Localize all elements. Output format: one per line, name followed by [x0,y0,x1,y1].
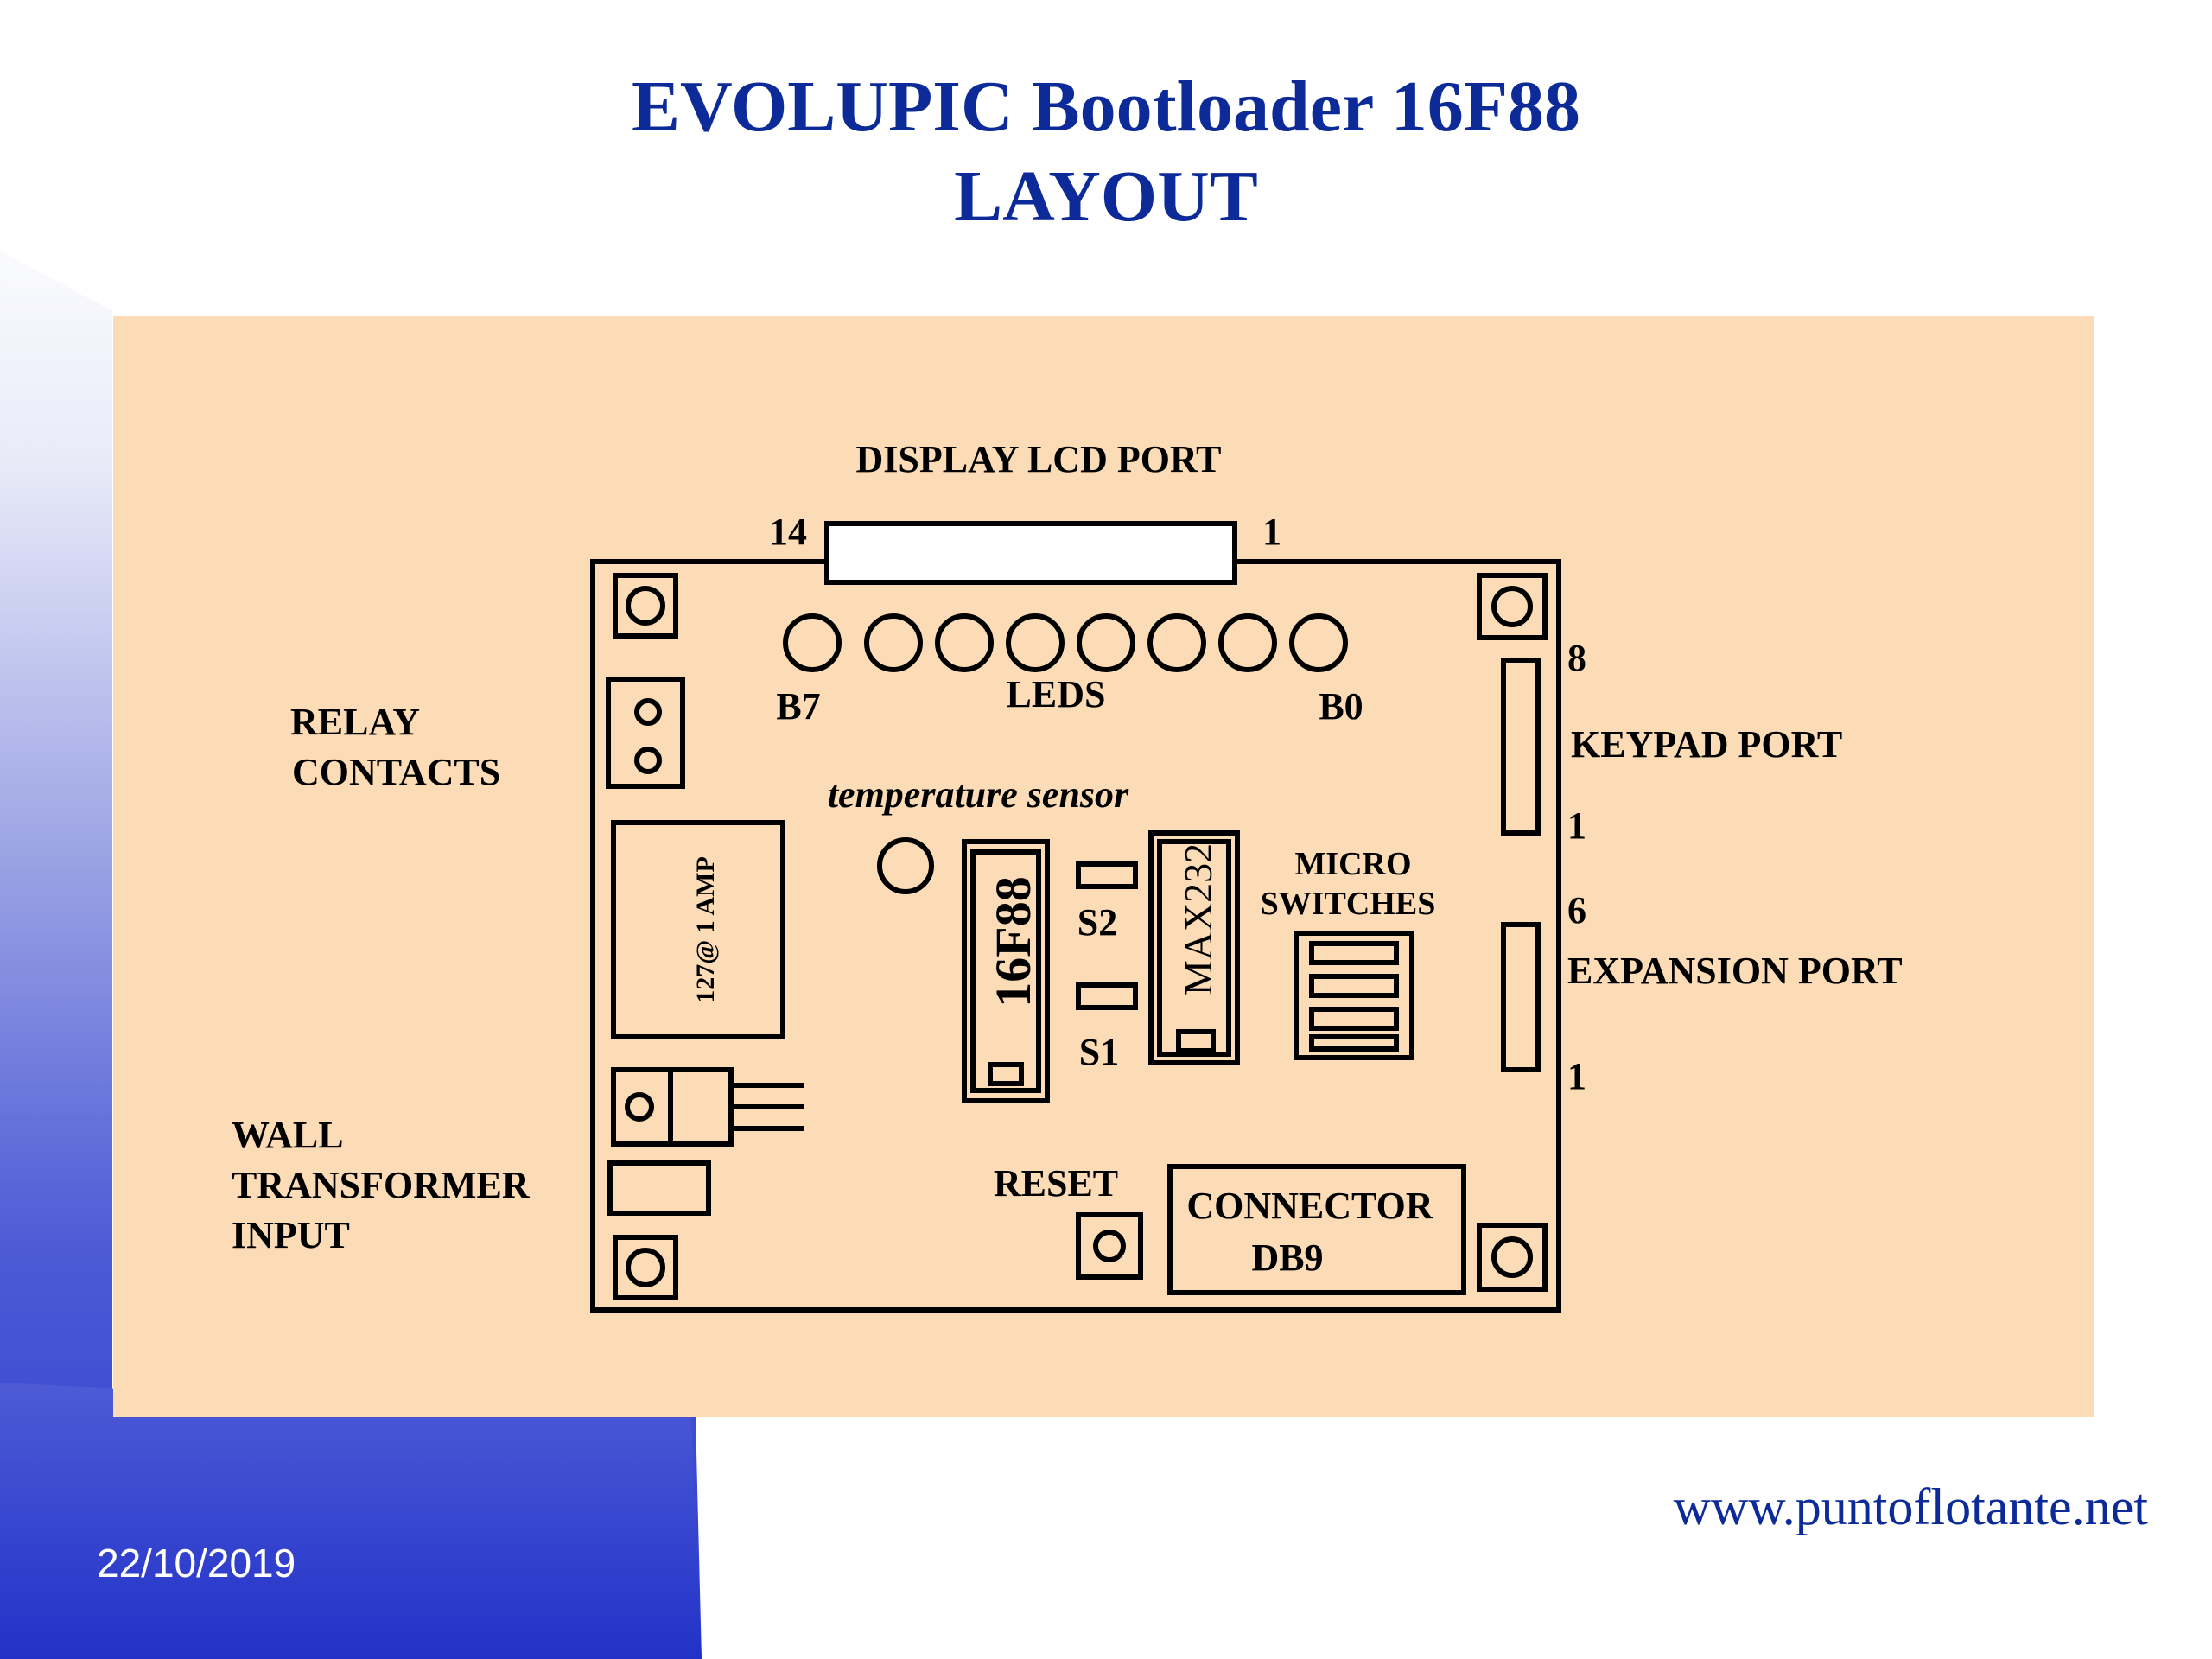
switch-s2-label: S2 [1077,901,1117,944]
keypad-port-connector [1501,658,1541,836]
reset-button-component [1076,1212,1143,1280]
chip-max232-label: MAX232 [1176,843,1220,995]
display-lcd-port-label: DISPLAY LCD PORT [855,438,1221,480]
slide-title: EVOLUPIC Bootloader 16F88 LAYOUT [0,62,2212,242]
bottom-gradient-decoration [0,1382,702,1659]
micro-switches-label-line2: SWITCHES [1261,886,1436,922]
wall-transformer-label-line2: TRANSFORMER [232,1164,531,1206]
micro-switches-label-line1: MICRO [1294,846,1411,882]
lcd-port-connector [824,521,1237,585]
mounting-hole-top-left [613,573,678,639]
leds-label: LEDS [1007,673,1106,715]
reset-label: RESET [994,1162,1118,1205]
title-line-2: LAYOUT [954,156,1258,237]
temperature-sensor-component [877,837,934,894]
relay-contacts-label-line1: RELAY [290,701,420,743]
lcd-pin-left-label: 14 [769,511,807,553]
chip-16f88 [962,839,1050,1103]
keypad-port-label: KEYPAD PORT [1571,723,1842,766]
switch-s1-component [1076,982,1138,1010]
led-b7-label: B7 [776,685,820,728]
switch-s1-label: S1 [1079,1031,1119,1073]
chip-max232 [1148,830,1240,1065]
expansion-pin-bottom-label: 1 [1567,1055,1586,1097]
relay-contacts-label-line2: CONTACTS [292,751,500,793]
mounting-hole-bottom-left [613,1235,678,1300]
keypad-pin-bottom-label: 1 [1567,804,1586,847]
relay-contacts-terminal [606,677,685,789]
switch-s2-component [1076,861,1138,889]
connector-db9-component [1167,1164,1466,1295]
wall-transformer-label-line1: WALL [232,1114,344,1156]
title-line-1: EVOLUPIC Bootloader 16F88 [631,67,1581,147]
voltage-regulator [611,1067,804,1147]
mounting-hole-bottom-right [1477,1223,1548,1292]
expansion-pin-top-label: 6 [1567,889,1586,931]
micro-switches-component [1294,931,1414,1060]
relay-rating-label: 127@ 1 AMP [691,856,720,1003]
keypad-pin-top-label: 8 [1567,637,1586,679]
lcd-pin-right-label: 1 [1262,511,1281,553]
expansion-port-connector [1501,922,1541,1072]
expansion-port-label: EXPANSION PORT [1567,950,1903,992]
connector-db9-label-line2: DB9 [1251,1236,1323,1279]
led-row [783,613,1348,672]
wall-transformer-label-line3: INPUT [232,1214,350,1256]
connector-db9-label-line1: CONNECTOR [1186,1185,1433,1227]
temperature-sensor-label: temperature sensor [828,773,1129,816]
mounting-hole-top-right [1477,573,1548,640]
relay-block [611,820,785,1039]
footer-date: 22/10/2019 [97,1541,296,1586]
footer-url[interactable]: www.puntoflotante.net [1673,1478,2148,1535]
wall-transformer-jack [607,1160,711,1216]
led-b0-label: B0 [1319,685,1363,728]
chip-16f88-label: 16F88 [985,876,1041,1007]
